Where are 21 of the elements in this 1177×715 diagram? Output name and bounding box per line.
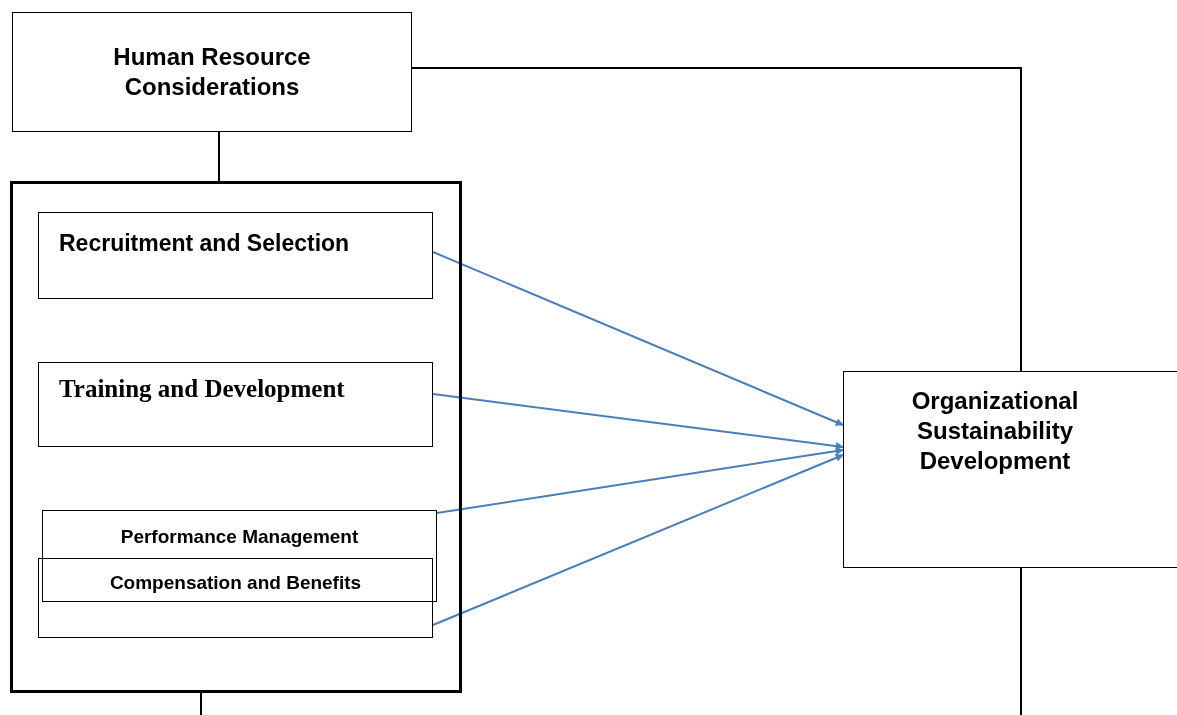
box-label: Organizational Sustainability Development bbox=[910, 386, 1080, 476]
box-label: Performance Management bbox=[120, 525, 359, 549]
connector-line bbox=[1020, 567, 1022, 715]
box-label: Recruitment and Selection bbox=[59, 229, 350, 258]
connector-line bbox=[411, 67, 1022, 372]
box-label: Compensation and Benefits bbox=[109, 571, 362, 595]
process-box bbox=[38, 212, 433, 299]
box-label: Training and Development bbox=[59, 374, 345, 404]
frame-box bbox=[10, 181, 462, 693]
box-label: Human Resource Considerations bbox=[112, 42, 312, 102]
process-box bbox=[843, 371, 1177, 568]
arrow bbox=[432, 454, 844, 626]
connector-line bbox=[200, 692, 202, 715]
arrow bbox=[436, 447, 844, 514]
process-box bbox=[38, 362, 433, 447]
arrow bbox=[432, 251, 844, 426]
arrow bbox=[432, 393, 844, 451]
process-box bbox=[42, 510, 437, 602]
process-box bbox=[38, 558, 433, 638]
connector-line bbox=[218, 131, 220, 182]
process-box bbox=[12, 12, 412, 132]
